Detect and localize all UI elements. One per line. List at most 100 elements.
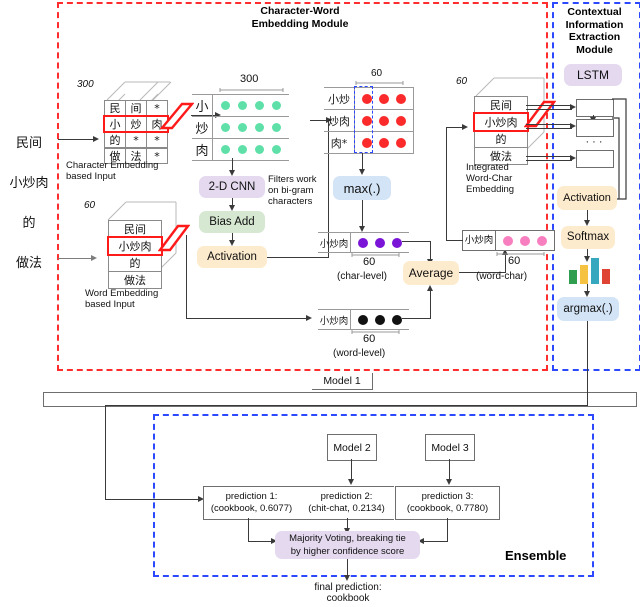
model-1-outer-right: [636, 392, 637, 407]
lstm-recurrent-rails: [612, 98, 627, 200]
integrated-to-lstm-line-1a: [526, 124, 572, 126]
input-token-1: 小炒肉: [9, 176, 49, 191]
char-embed-cell-2-1: *: [125, 132, 146, 148]
char-embed-cell-0-0: 民: [104, 100, 125, 116]
pred1-feed-arrow: [198, 496, 204, 502]
cnn-matrix-row-label-2: 肉: [195, 144, 209, 159]
final-prediction-line1: final prediction:: [314, 582, 382, 593]
prediction-3-box[interactable]: prediction 3: (cookbook, 0.7780): [395, 486, 500, 520]
word-level-token: 小炒肉: [319, 315, 349, 327]
charvec-to-average-vline: [430, 241, 432, 261]
lstm-box[interactable]: LSTM: [564, 64, 622, 86]
model-3-to-pred3-line: [449, 459, 451, 481]
majority-voting-box[interactable]: Majority Voting, breaking tie by higher …: [275, 531, 420, 559]
argmax-out-hline: [105, 405, 588, 407]
model-1-outer-left: [43, 392, 44, 407]
lstm-ellipsis: · · ·: [585, 136, 603, 148]
wordvec-to-average-vline: [430, 290, 432, 319]
char-embed-cell-2-2: *: [146, 132, 168, 148]
cnn-matrix-dim-bracket: [219, 88, 284, 92]
model-2-box[interactable]: Model 2: [327, 434, 377, 461]
softmax-bar-3: [602, 269, 610, 284]
word-embed-caption-line1: Word Embedding: [85, 288, 159, 299]
pred1-feed-vline: [105, 405, 107, 500]
integrated-grid: 民间 小炒肉 的 做法: [473, 96, 529, 165]
model-1-outer-top: [43, 392, 637, 393]
prediction-1-value: (cookbook, 0.6077): [210, 503, 293, 514]
max-pool-box[interactable]: max(.): [333, 176, 391, 200]
softmax-box[interactable]: Softmax: [561, 226, 615, 249]
pred3-to-vote-arrow: [418, 538, 424, 544]
wordchar-to-integrated-vline: [446, 127, 448, 241]
word-level-vector: 小炒肉: [318, 309, 409, 330]
word-embed-red-slab: [158, 224, 190, 252]
input-token-0: 民间: [15, 136, 42, 151]
lstm-activation-box[interactable]: Activation: [557, 186, 617, 210]
bars-to-argmax-line: [587, 284, 589, 293]
bigram-matrix-dim-label: 60: [371, 68, 383, 79]
cnn-matrix-row-dots-0: [212, 95, 289, 116]
max-to-charvec-line: [362, 200, 364, 228]
activation-to-softmax-arrow: [584, 220, 590, 226]
cnn-matrix-row-label-1: 炒: [195, 122, 209, 137]
lstm-cell-2: [576, 150, 614, 168]
matrix-to-cnn-line: [232, 158, 234, 172]
char-embed-red-slab: [160, 102, 194, 130]
word-embed-cell-3: 做法: [108, 271, 162, 289]
integrated-cell-0: 民间: [474, 96, 528, 113]
char-level-dim-label: 60: [363, 256, 376, 268]
char-embed-grid: 民 间 * 小 炒 肉 的 * * 做 法 *: [103, 100, 169, 164]
bias-add-box[interactable]: Bias Add: [199, 211, 265, 233]
word-char-dim-bracket: [496, 252, 545, 256]
pred1-to-vote-arrow: [271, 538, 277, 544]
char-embed-cell-3-0: 做: [104, 148, 125, 164]
word-char-dim-label: 60: [508, 255, 521, 267]
pred1-feed-hline: [105, 499, 200, 501]
word-level-caption: (word-level): [333, 348, 386, 359]
integrated-cell-3: 做法: [474, 147, 528, 165]
lstm-cell-1: [576, 119, 614, 137]
model-3-box[interactable]: Model 3: [425, 434, 475, 461]
input-token-3: 做法: [15, 256, 42, 271]
integrated-caption-line1: Integrated: [466, 162, 509, 173]
softmax-bar-chart: [568, 258, 612, 284]
wordchar-to-integrated-hline: [446, 240, 463, 242]
pred3-to-vote-hline: [423, 541, 448, 543]
contextual-title-line1: Contextual: [567, 6, 622, 18]
model-1-label: Model 1: [312, 373, 373, 390]
argmax-box[interactable]: argmax(.): [557, 297, 619, 321]
max-pool-window: [354, 86, 373, 153]
softmax-bar-0: [569, 270, 577, 284]
average-box[interactable]: Average: [403, 261, 459, 285]
pred1-to-vote-vline: [248, 518, 250, 542]
average-to-wordchar-vline: [505, 254, 507, 273]
word-char-token: 小炒肉: [464, 234, 494, 246]
prediction-2-box[interactable]: prediction 2: (chit-chat, 0.2134): [299, 486, 394, 520]
cnn-activation-box[interactable]: Activation: [197, 246, 267, 268]
char-embed-cell-2-0: 的: [104, 132, 125, 148]
vote-to-final-line: [347, 559, 349, 577]
char-level-dots: [350, 233, 409, 252]
prediction-1-box[interactable]: prediction 1: (cookbook, 0.6077): [203, 486, 300, 520]
model-2-to-pred2-line: [351, 459, 353, 481]
cnn-matrix: 小 炒 肉: [192, 94, 289, 161]
word-embed-out-arrow: [306, 315, 312, 321]
bars-to-argmax-arrow: [584, 291, 590, 297]
majority-voting-line2: by higher confidence score: [290, 546, 405, 557]
cnn-box[interactable]: 2-D CNN: [199, 176, 265, 198]
integrated-to-lstm-arrow-2: [570, 155, 576, 161]
activation-out-vline: [328, 120, 330, 258]
word-embed-cell-1: 小炒肉: [107, 236, 163, 256]
char-embed-cell-1-0: 小: [104, 116, 125, 132]
integrated-to-lstm-line-0b: [526, 109, 572, 111]
integrated-to-lstm-line-1b: [526, 128, 572, 130]
word-embed-grid: 民间 小炒肉 的 做法: [107, 220, 163, 289]
integrated-cell-2: 的: [474, 131, 528, 147]
word-embed-out-vline: [186, 235, 188, 319]
word-embed-out-hline: [186, 318, 308, 320]
input-to-char-embed-line: [58, 139, 94, 141]
word-embed-caption-line2: based Input: [85, 299, 135, 310]
contextual-title-line4: Module: [576, 43, 613, 56]
softmax-bar-1: [580, 265, 588, 284]
char-word-module-title-line1: Character-Word: [260, 5, 340, 17]
